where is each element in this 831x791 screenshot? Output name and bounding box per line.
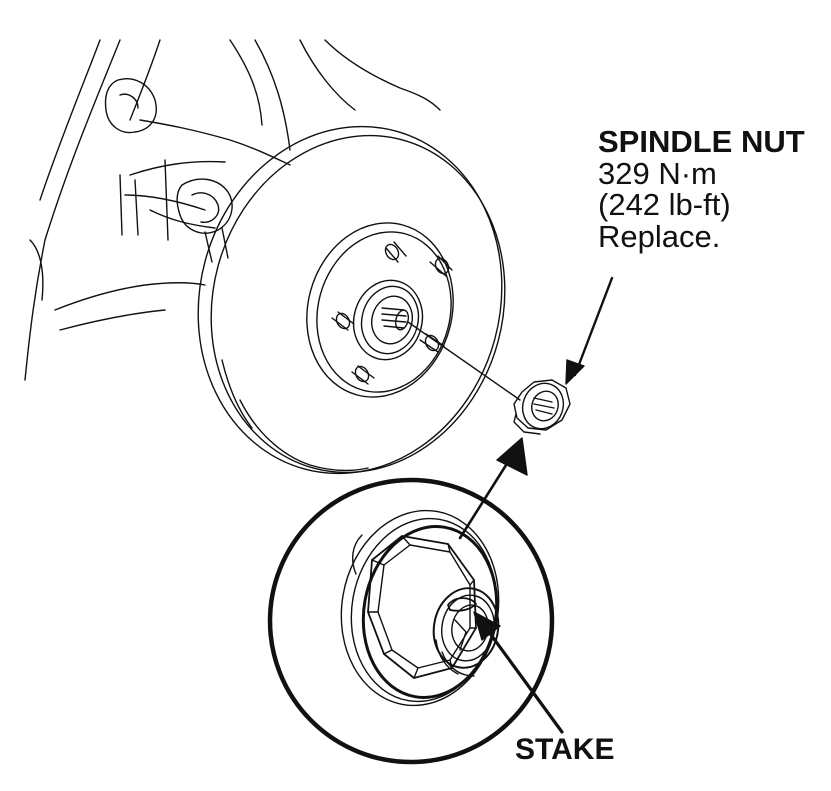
detail-circle	[270, 480, 552, 762]
spindle-nut-torque-metric: 329 N·m	[598, 155, 717, 191]
stake-label: STAKE	[515, 733, 615, 766]
brake-disc	[160, 92, 542, 508]
stake-arrowhead	[474, 612, 500, 640]
spindle-nut-instruction: Replace.	[598, 218, 721, 254]
detail-staked-nut	[326, 498, 514, 718]
stake-leader-line	[486, 628, 562, 732]
spindle-nut-leader-line	[575, 278, 612, 375]
suspension-background	[25, 40, 440, 380]
spindle-nut-callout: SPINDLE NUT 329 N·m (242 lb-ft) Replace.	[598, 126, 805, 252]
spindle-nut	[514, 378, 570, 435]
detail-link-arrowhead	[497, 438, 527, 475]
spindle-nut-title: SPINDLE NUT	[598, 124, 805, 159]
spindle-nut-arrowhead	[566, 360, 584, 384]
spindle-nut-torque-imperial: (242 lb-ft)	[598, 187, 731, 223]
spindle-axis-line	[408, 322, 520, 400]
